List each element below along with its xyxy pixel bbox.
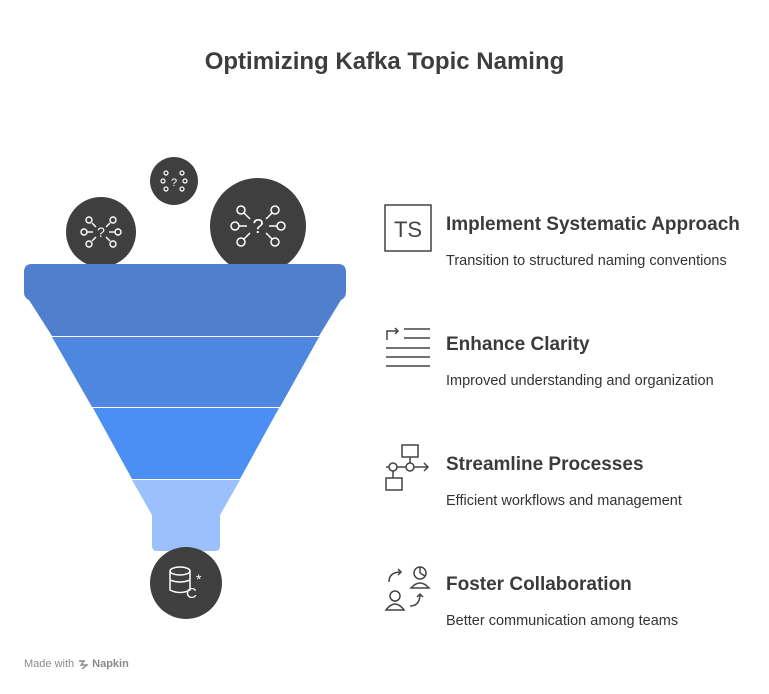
footer-prefix: Made with	[24, 658, 75, 670]
svg-text:?: ?	[171, 177, 177, 189]
align-text-arrow-icon	[386, 327, 430, 367]
network-question-icon: ?	[150, 157, 198, 205]
funnel-stage-4	[132, 480, 240, 551]
svg-text:?: ?	[97, 224, 105, 240]
footer-brand: Napkin	[92, 658, 129, 670]
svg-text:TS: TS	[394, 217, 422, 242]
item-description: Improved understanding and organization	[446, 373, 714, 389]
svg-text:?: ?	[252, 216, 263, 238]
ts-box-icon: TS	[384, 204, 432, 252]
network-question-icon: ?	[66, 197, 136, 267]
item-heading: Implement Systematic Approach	[446, 214, 740, 235]
item-description: Better communication among teams	[446, 613, 679, 629]
svg-text:*: *	[196, 571, 202, 587]
people-collaboration-icon	[384, 566, 431, 611]
napkin-logo-icon	[79, 659, 89, 670]
network-question-icon: ?	[210, 178, 306, 274]
item-heading: Enhance Clarity	[446, 334, 590, 355]
flow-chart-icon	[385, 444, 430, 491]
funnel-stage-2	[52, 337, 319, 407]
footer-watermark: Made with Napkin	[24, 658, 129, 670]
item-description: Transition to structured naming conventi…	[446, 253, 727, 269]
database-c-asterisk-icon: C *	[150, 547, 222, 619]
item-heading: Foster Collaboration	[446, 574, 632, 595]
funnel-stage-3	[93, 408, 279, 479]
page-title: Optimizing Kafka Topic Naming	[204, 48, 565, 75]
funnel-stage-1	[24, 264, 346, 336]
item-heading: Streamline Processes	[446, 454, 644, 475]
item-description: Efficient workflows and management	[446, 493, 682, 509]
svg-text:C: C	[186, 585, 197, 602]
